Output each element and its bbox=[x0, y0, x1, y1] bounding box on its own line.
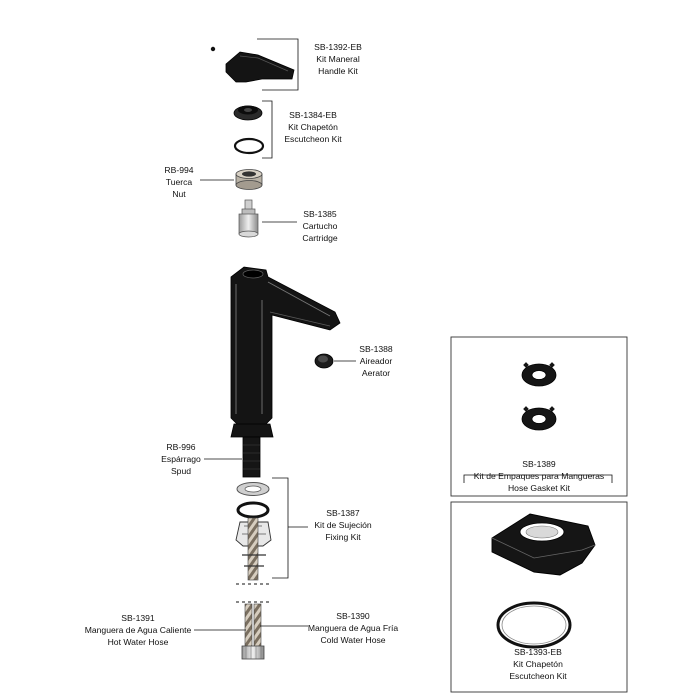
part-name-es: Kit de Empaques para Mangueras bbox=[474, 471, 604, 481]
part-code: SB-1391 bbox=[121, 613, 155, 623]
part-name-es: Tuerca bbox=[166, 177, 193, 187]
part-code: SB-1393-EB bbox=[514, 647, 562, 657]
part-name-en: Aerator bbox=[362, 368, 390, 378]
leader-gasket bbox=[463, 474, 613, 483]
escutcheon-cap-part bbox=[233, 105, 265, 155]
part-name-en: Escutcheon Kit bbox=[509, 671, 567, 681]
base-escutcheon-box bbox=[450, 501, 628, 693]
label-cold-hose: SB-1390 Manguera de Agua Fría Cold Water… bbox=[308, 611, 399, 645]
leader-escutcheon-top bbox=[262, 100, 273, 159]
label-nut: RB-994 Tuerca Nut bbox=[164, 165, 193, 199]
part-code: RB-994 bbox=[164, 165, 193, 175]
label-aerator: SB-1388 Aireador Aerator bbox=[359, 344, 393, 378]
aerator-part bbox=[314, 353, 334, 369]
part-name-es: Kit Chapetón bbox=[513, 659, 563, 669]
part-code: SB-1384-EB bbox=[289, 110, 337, 120]
part-name-en: Cartridge bbox=[302, 233, 338, 243]
part-name-en: Fixing Kit bbox=[325, 532, 361, 542]
part-code: SB-1389 bbox=[522, 459, 556, 469]
part-code: SB-1392-EB bbox=[314, 42, 362, 52]
label-handle: SB-1392-EB Kit Maneral Handle Kit bbox=[314, 42, 362, 76]
hose-gasket-part bbox=[521, 362, 557, 431]
part-name-es: Cartucho bbox=[303, 221, 338, 231]
gasket-kit-box bbox=[450, 336, 628, 497]
label-hot-hose: SB-1391 Manguera de Agua Caliente Hot Wa… bbox=[85, 613, 192, 647]
part-code: SB-1387 bbox=[326, 508, 360, 518]
part-name-es: Kit Chapetón bbox=[288, 122, 338, 132]
part-name-en: Hot Water Hose bbox=[108, 637, 169, 647]
label-cartridge: SB-1385 Cartucho Cartridge bbox=[302, 209, 338, 243]
spud-part bbox=[242, 436, 261, 478]
label-gasket: SB-1389 Kit de Empaques para Mangueras H… bbox=[474, 459, 604, 493]
fixing-kit-part bbox=[235, 482, 272, 581]
part-code: SB-1388 bbox=[359, 344, 393, 354]
part-name-es: Manguera de Agua Fría bbox=[308, 623, 399, 633]
leader-handle bbox=[257, 38, 299, 91]
part-code: SB-1390 bbox=[336, 611, 370, 621]
part-name-en: Handle Kit bbox=[318, 66, 358, 76]
part-name-en: Hose Gasket Kit bbox=[508, 483, 571, 493]
part-name-es: Espárrago bbox=[161, 454, 201, 464]
part-name-en: Cold Water Hose bbox=[320, 635, 385, 645]
part-code: SB-1385 bbox=[303, 209, 337, 219]
part-name-en: Nut bbox=[172, 189, 186, 199]
label-escutcheon-top: SB-1384-EB Kit Chapetón Escutcheon Kit bbox=[284, 110, 342, 144]
label-base-escutcheon: SB-1393-EB Kit Chapetón Escutcheon Kit bbox=[509, 647, 567, 681]
faucet-body-part bbox=[230, 266, 341, 438]
base-escutcheon-part bbox=[491, 513, 596, 649]
hoses-part bbox=[241, 603, 265, 660]
part-name-es: Kit de Sujeción bbox=[314, 520, 372, 530]
part-name-en: Escutcheon Kit bbox=[284, 134, 342, 144]
nut-part bbox=[235, 169, 263, 190]
part-code: RB-996 bbox=[166, 442, 195, 452]
break-marks bbox=[236, 583, 272, 603]
part-name-en: Spud bbox=[171, 466, 191, 476]
part-name-es: Kit Maneral bbox=[316, 54, 360, 64]
cartridge-part bbox=[238, 199, 259, 238]
label-spud: RB-996 Espárrago Spud bbox=[161, 442, 201, 476]
part-name-es: Aireador bbox=[360, 356, 393, 366]
leader-fixing bbox=[272, 477, 308, 579]
handle-kit-part bbox=[210, 46, 295, 83]
label-fixing: SB-1387 Kit de Sujeción Fixing Kit bbox=[314, 508, 372, 542]
part-name-es: Manguera de Agua Caliente bbox=[85, 625, 192, 635]
